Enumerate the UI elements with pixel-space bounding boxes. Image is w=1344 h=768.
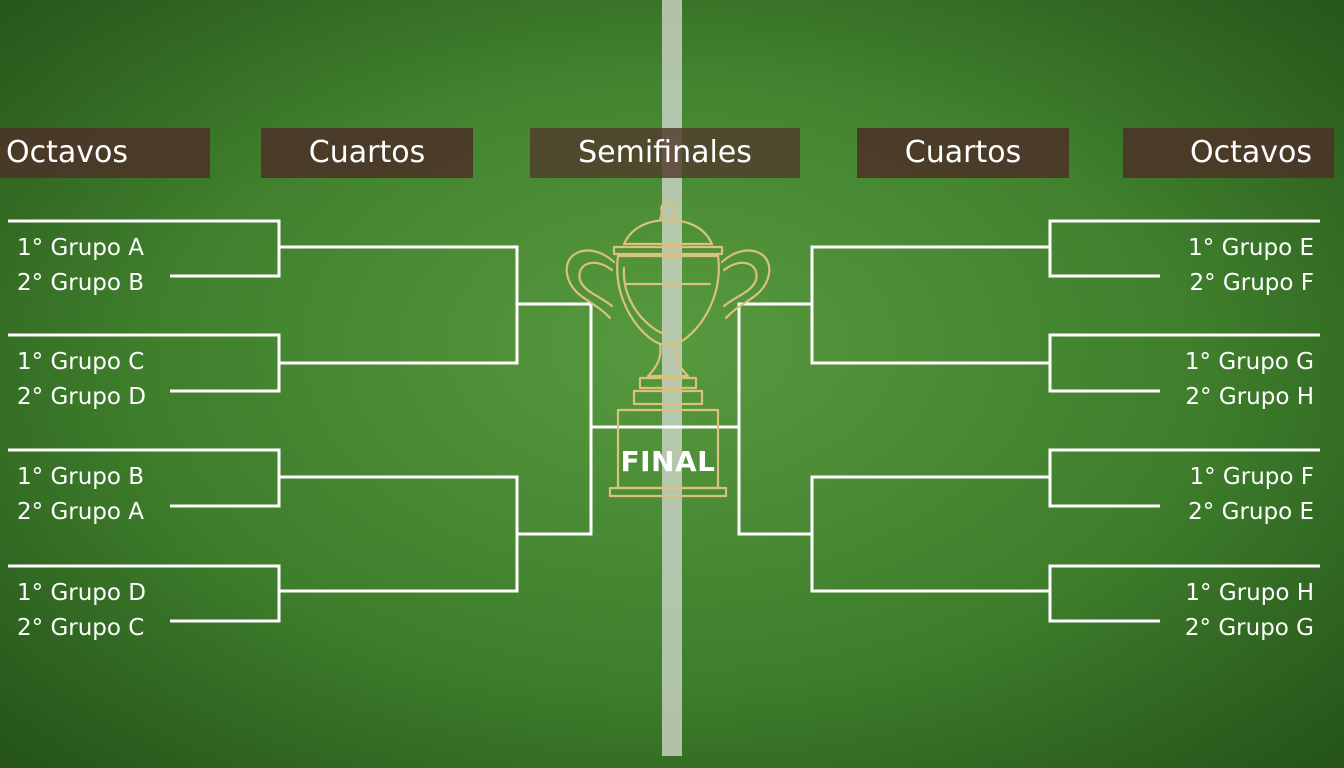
left-team-5: 1° Grupo B	[17, 464, 145, 490]
header-cuartos-left: Cuartos	[261, 128, 473, 178]
final-label: FINAL	[620, 445, 716, 478]
trophy-icon	[565, 201, 771, 498]
right-team-8: 2° Grupo G	[1184, 615, 1314, 641]
right-team-4: 2° Grupo H	[1185, 384, 1314, 410]
right-r16-bracket-3	[1048, 448, 1320, 508]
left-qf-bracket-1	[279, 245, 519, 365]
left-team-2: 2° Grupo B	[17, 270, 145, 296]
header-cuartos-right: Cuartos	[857, 128, 1069, 178]
right-team-2: 2° Grupo F	[1189, 270, 1314, 296]
right-r16-bracket-4	[1048, 564, 1320, 623]
right-team-6: 2° Grupo E	[1188, 499, 1314, 525]
right-team-5: 1° Grupo F	[1189, 464, 1314, 490]
right-team-1: 1° Grupo E	[1188, 235, 1314, 261]
left-team-6: 2° Grupo A	[17, 499, 145, 525]
left-team-8: 2° Grupo C	[17, 615, 145, 641]
left-team-1: 1° Grupo A	[17, 235, 145, 261]
header-semifinales: Semifinales	[530, 128, 800, 178]
left-team-3: 1° Grupo C	[17, 349, 145, 375]
left-team-7: 1° Grupo D	[17, 580, 146, 606]
left-qf-bracket-2	[279, 475, 519, 593]
right-qf-bracket-1	[810, 245, 1050, 365]
right-team-3: 1° Grupo G	[1184, 349, 1314, 375]
left-sf-bracket	[517, 302, 593, 536]
left-r16-bracket-4	[8, 564, 281, 623]
right-sf-bracket	[737, 302, 812, 536]
right-team-7: 1° Grupo H	[1185, 580, 1314, 606]
right-r16-bracket-1	[1048, 219, 1320, 278]
right-qf-bracket-2	[810, 475, 1050, 593]
left-team-4: 2° Grupo D	[17, 384, 146, 410]
right-r16-bracket-2	[1048, 333, 1320, 393]
header-octavos-left: Octavos	[0, 128, 210, 178]
header-octavos-right: Octavos	[1123, 128, 1334, 178]
